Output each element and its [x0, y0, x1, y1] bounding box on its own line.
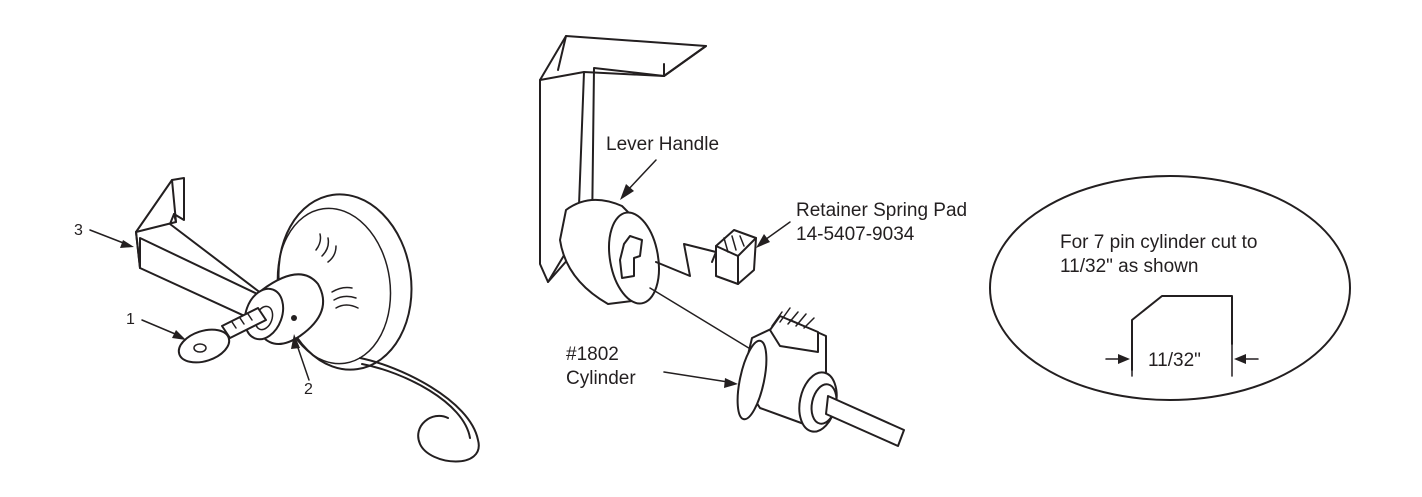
cylinder-label-line2: Cylinder [566, 368, 636, 389]
retaining-clip [359, 357, 480, 463]
key [177, 307, 267, 364]
callout-1: 1 [126, 311, 186, 340]
lever-hub-large [559, 199, 660, 305]
assembled-lever-lock: 1 2 3 [74, 177, 480, 463]
dimension-label: 11/32" [1148, 350, 1201, 371]
label-retainer-spring-pad: Retainer Spring Pad 14-5407-9034 [756, 200, 967, 248]
callout-2: 2 [291, 334, 313, 398]
assembly-guide-line [649, 287, 753, 351]
label-cylinder: #1802 Cylinder [566, 344, 738, 389]
callout-label-3: 3 [74, 222, 83, 239]
retainer-label-line2: 14-5407-9034 [796, 224, 915, 245]
detail-note-line2: 11/32" as shown [1060, 256, 1198, 277]
callout-label-2: 2 [304, 381, 313, 398]
detail-oval [989, 175, 1351, 401]
dimension-11-32: 11/32" [1105, 350, 1259, 371]
retainer-spring [655, 243, 717, 277]
cut-detail: For 7 pin cylinder cut to 11/32" as show… [989, 175, 1351, 401]
cylinder-1802 [736, 307, 905, 447]
exploded-lever-assembly: Lever Handle Retainer Spring Pad 14-5407… [539, 35, 967, 447]
label-lever-handle: Lever Handle [606, 134, 719, 200]
lever-handle-label: Lever Handle [606, 134, 719, 155]
callout-label-1: 1 [126, 311, 135, 328]
retainer-label-line1: Retainer Spring Pad [796, 200, 967, 221]
retainer-spring-pad [715, 229, 757, 285]
callout-3: 3 [74, 222, 134, 248]
cylinder-label-line1: #1802 [566, 344, 619, 365]
cut-profile [1131, 295, 1233, 371]
detail-note-line1: For 7 pin cylinder cut to [1060, 232, 1257, 253]
lever-handle-small [135, 177, 271, 325]
